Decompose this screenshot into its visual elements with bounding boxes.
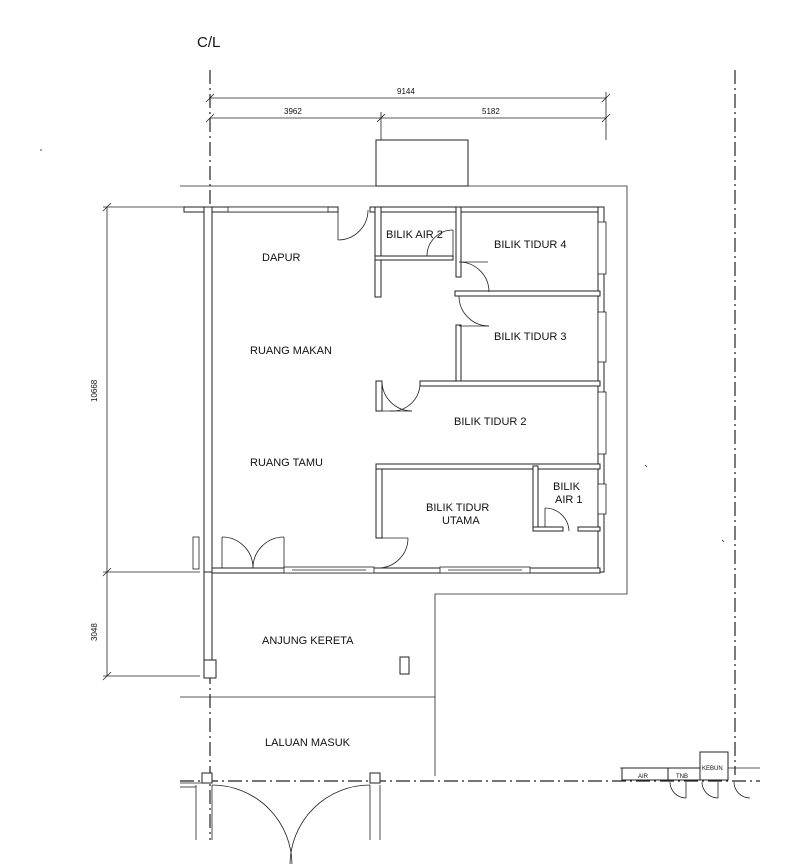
- windows: [227, 206, 607, 574]
- dim-left-width: 3962: [284, 107, 302, 116]
- label-dapur: DAPUR: [262, 252, 301, 264]
- util-air-label: AIR: [638, 774, 649, 780]
- label-bilik-air-2: BILIK AIR 2: [386, 229, 443, 241]
- rear-box: [375, 139, 469, 187]
- dim-total-width: 9144: [397, 87, 415, 96]
- util-tnb-label: TNB: [676, 774, 688, 780]
- label-ruang-makan: RUANG MAKAN: [250, 345, 332, 357]
- lot-boundary: [180, 185, 628, 776]
- label-bilik-air-1-1: BILIK: [553, 481, 581, 493]
- left-dimensions: 10668 3048: [90, 202, 200, 681]
- label-ruang-tamu: RUANG TAMU: [250, 457, 323, 469]
- house-walls: [183, 206, 605, 679]
- top-dimensions: 9144 3962 5182: [205, 87, 611, 140]
- room-labels: DAPUR RUANG MAKAN RUANG TAMU BILIK AIR 2…: [250, 229, 583, 749]
- carport-column: [399, 656, 410, 675]
- label-bilik-air-1-2: AIR 1: [555, 494, 583, 506]
- centerline-label: C/L: [197, 34, 220, 51]
- dim-right-width: 5182: [482, 107, 500, 116]
- label-anjung-kereta: ANJUNG KERETA: [262, 635, 354, 647]
- label-bilik-tidur-3: BILIK TIDUR 3: [494, 331, 567, 343]
- dim-house-depth: 10668: [90, 379, 99, 402]
- label-bilik-tidur-2: BILIK TIDUR 2: [454, 416, 527, 428]
- label-bilik-tidur-utama-1: BILIK TIDUR: [426, 502, 489, 514]
- utility-box: AIR TNB KEBUN: [620, 751, 760, 799]
- front-gate: [180, 772, 381, 864]
- dim-carport-depth: 3048: [90, 623, 99, 641]
- util-kebun-label: KEBUN: [702, 766, 723, 772]
- doors: [192, 209, 570, 570]
- label-laluan-masuk: LALUAN MASUK: [265, 737, 351, 749]
- label-bilik-tidur-utama-2: UTAMA: [442, 515, 480, 527]
- label-bilik-tidur-4: BILIK TIDUR 4: [494, 239, 567, 251]
